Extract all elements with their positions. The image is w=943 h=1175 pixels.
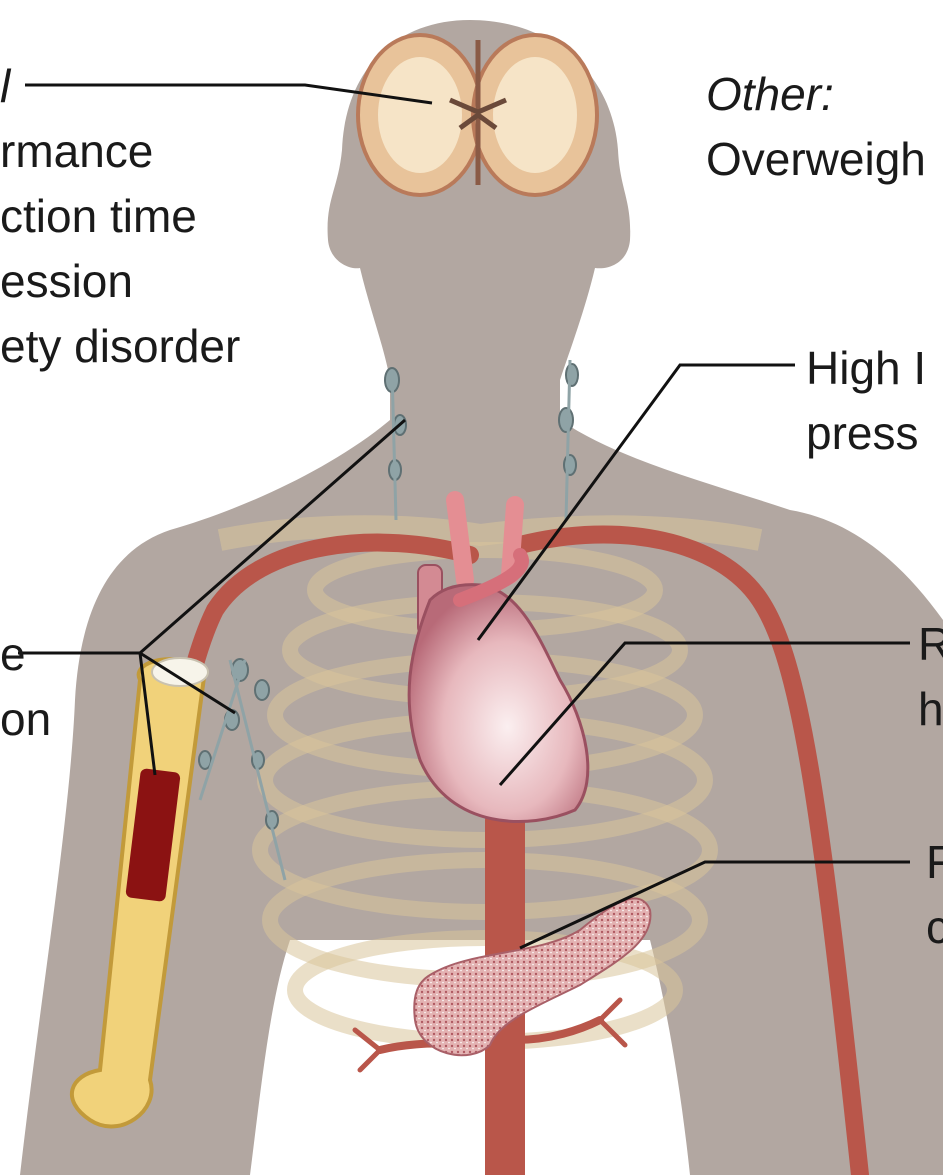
immune-line-2: on [0, 687, 51, 752]
immune-line-1: e [0, 622, 51, 687]
heart-line-1: R [918, 612, 943, 677]
mental-label-group: l rmance ction time ession ety disorder [0, 54, 240, 379]
pancreas-line-1: F [926, 830, 943, 895]
pancreas-label-group: F c [926, 830, 943, 960]
high-bp-label-group: High I press [806, 336, 926, 466]
mental-line-1: rmance [0, 119, 240, 184]
mental-line-3: ession [0, 249, 240, 314]
mental-line-4: ety disorder [0, 314, 240, 379]
heart-line-2: h [918, 677, 943, 742]
other-label-group: Other: Overweigh [706, 62, 926, 192]
mental-line-2: ction time [0, 184, 240, 249]
immune-label-group: e on [0, 622, 51, 752]
high-bp-line-2: press [806, 401, 926, 466]
brain-icon [358, 35, 597, 195]
high-bp-line-1: High I [806, 336, 926, 401]
heart-label-group: R h [918, 612, 943, 742]
pancreas-line-2: c [926, 895, 943, 960]
mental-heading: l [0, 54, 240, 119]
other-heading: Other: [706, 62, 926, 127]
other-line-1: Overweigh [706, 127, 926, 192]
